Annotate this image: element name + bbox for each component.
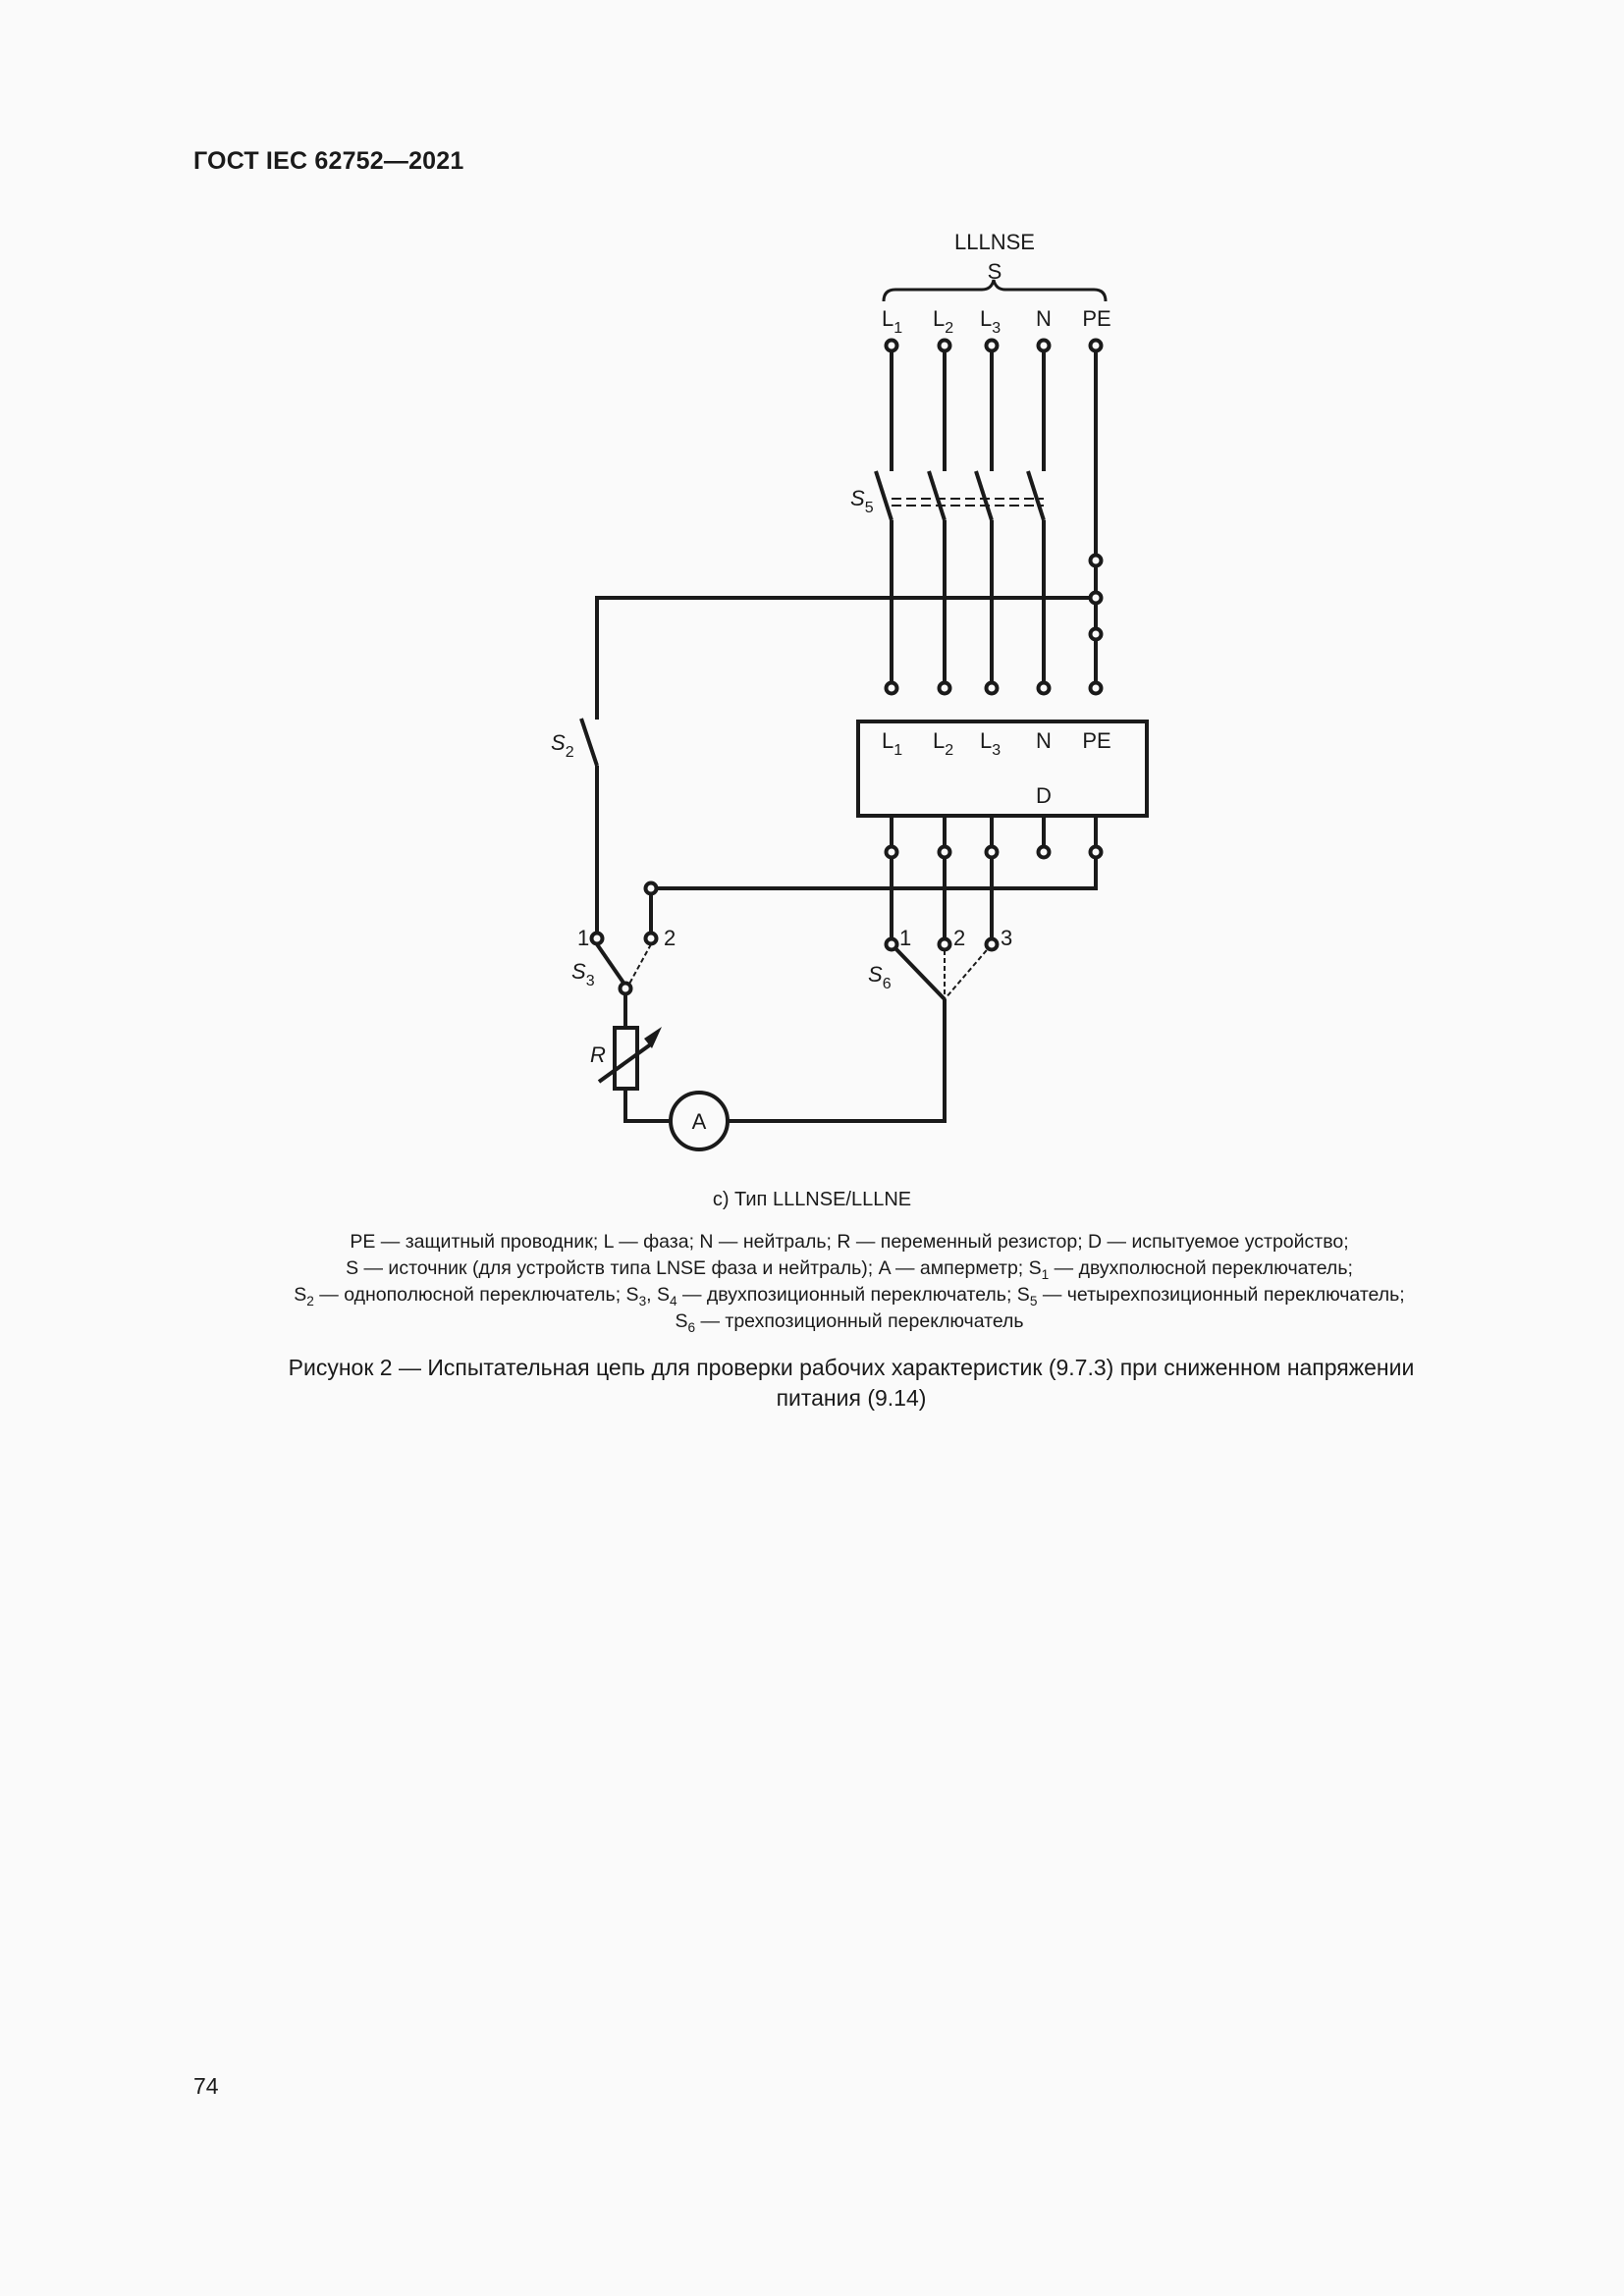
device-under-test [856,720,1149,818]
device-terminal-l2: L2 [933,728,953,759]
figure-legend: PE — защитный проводник; L — фаза; N — н… [0,1229,1624,1335]
s3-position-2: 2 [664,926,676,950]
s6-position-3: 3 [1001,926,1012,950]
device-label: D [1036,783,1052,808]
legend-line-1: PE — защитный проводник; L — фаза; N — н… [350,1231,1349,1253]
s6-position-1: 1 [899,926,911,950]
figure-title: Рисунок 2 — Испытательная цепь для прове… [0,1353,1624,1414]
device-terminal-l3: L3 [980,728,1001,759]
terminals [589,338,1104,996]
document-header: ГОСТ IEC 62752—2021 [193,147,464,175]
subfigure-caption: c) Тип LLLNSE/LLLNE [712,1189,912,1210]
source-label: S [988,259,1002,284]
source-terminal-pe: PE [1082,306,1110,331]
device-terminal-n: N [1036,728,1052,753]
source-terminal-l2: L2 [933,306,953,337]
legend-line-2: S — источник (для устройств типа LNSE фа… [346,1257,1353,1282]
s2-label: S2 [551,730,574,761]
s2-switch [579,718,599,767]
s5-switch [874,470,1046,521]
source-brace [882,279,1108,302]
ammeter-label: A [692,1109,707,1134]
resistor-label: R [590,1042,606,1067]
s5-label: S5 [850,486,874,516]
s6-label: S6 [868,962,892,992]
source-type-label: LLLNSE [954,230,1035,254]
variable-arrow [597,1027,662,1084]
s3-label: S3 [571,959,595,989]
source-terminal-n: N [1036,306,1052,331]
figure-title-line-2: питания (9.14) [776,1385,927,1411]
page-number: 74 [193,2073,219,2099]
source-terminal-l1: L1 [882,306,902,337]
s6-switch [890,942,993,1001]
s3-switch [595,942,652,988]
legend-line-3: S2 — однополюсной переключатель; S3, S4 … [294,1284,1405,1308]
circuit-diagram: LLLNSE S L1 L2 L3 N PE S5 L1 L2 L3 N PE … [551,230,1149,1151]
figure-title-line-1: Рисунок 2 — Испытательная цепь для прове… [288,1355,1415,1380]
source-terminal-l3: L3 [980,306,1001,337]
device-terminal-pe: PE [1082,728,1110,753]
legend-line-4: S6 — трехпозиционный переключатель [675,1310,1024,1335]
device-terminal-l1: L1 [882,728,902,759]
s6-position-2: 2 [953,926,965,950]
s3-position-1: 1 [577,926,589,950]
